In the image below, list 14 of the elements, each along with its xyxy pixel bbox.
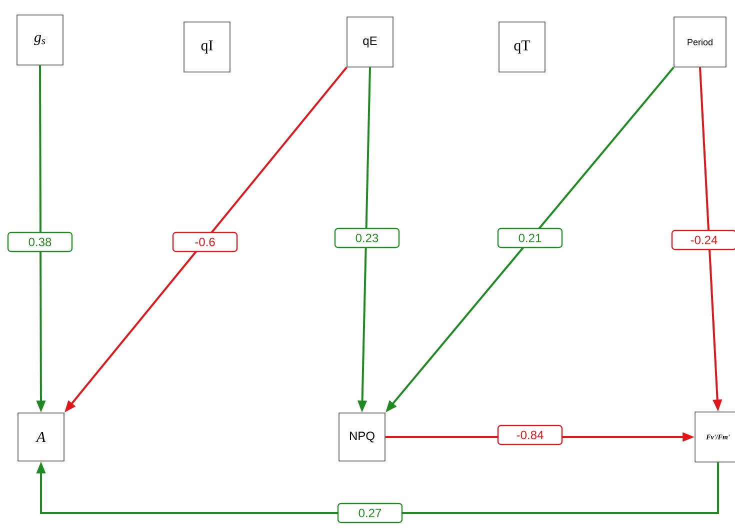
variable-box: qE: [346, 16, 394, 68]
variable-box: qI: [184, 22, 230, 72]
variable-box: A: [18, 412, 64, 462]
variable-box: NPQ: [338, 412, 386, 462]
edge-label: 0.38: [7, 232, 73, 252]
edge-label: -0.84: [497, 424, 563, 446]
edge-label: -0.6: [172, 232, 238, 252]
edge-label: 0.27: [337, 502, 403, 524]
edge-label: 0.21: [497, 228, 563, 248]
variable-box: qT: [498, 22, 546, 72]
variable-box: Period: [674, 16, 726, 68]
variable-box: g$_{s}$: [16, 14, 64, 66]
edge-label: 0.23: [334, 228, 400, 248]
edge-label: -0.24: [671, 230, 735, 250]
